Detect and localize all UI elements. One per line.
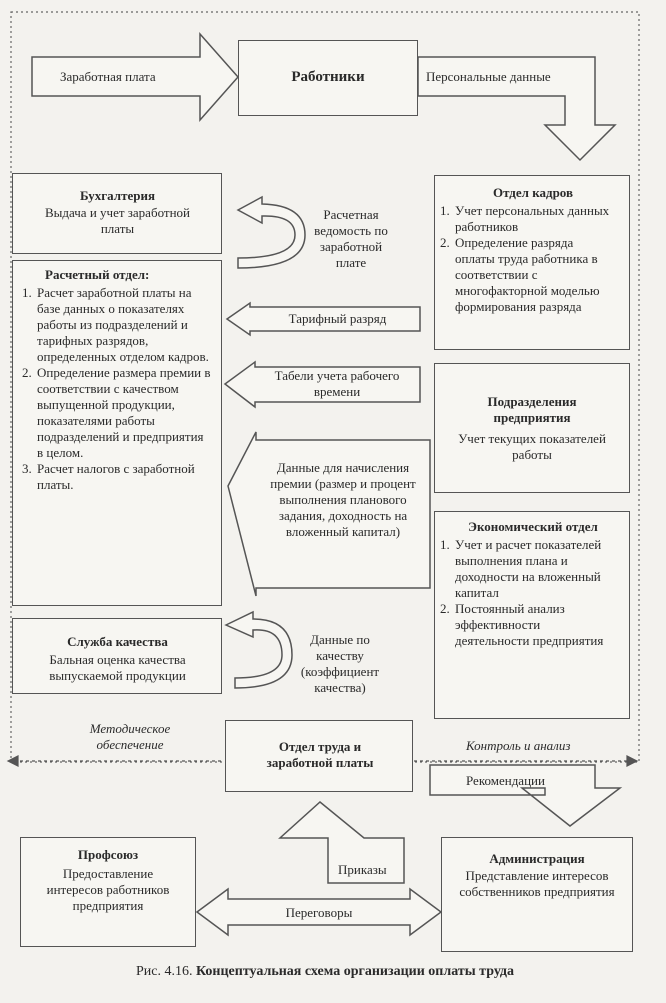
- hr-title: Отдел кадров: [492, 185, 573, 200]
- orders-label: Приказы: [338, 862, 387, 877]
- calc-dept-item: 3.Расчет налогов с заработной платы.: [22, 461, 195, 492]
- quality-data-label: Данные по качеству (коэффициент качества…: [300, 632, 380, 695]
- workers-box: [238, 40, 418, 116]
- control-arrowhead: [626, 755, 639, 767]
- econ-title: Экономический отдел: [468, 519, 598, 534]
- orders-arrow: [278, 801, 405, 884]
- quality-text: Бальная оценка качества выпускаемой прод…: [49, 652, 186, 683]
- accounting-title: Бухгалтерия: [80, 188, 155, 203]
- calc-dept-item: 2.Определение размера премии в соответст…: [22, 365, 211, 460]
- units-text: Учет текущих показателей работы: [458, 431, 606, 462]
- workers-title: Работники: [291, 69, 365, 85]
- econ-item: 2.Постоянный анализ эффективности деятел…: [440, 601, 604, 648]
- salary-arrow: [31, 32, 240, 122]
- union-box: [20, 837, 196, 947]
- units-title: Подразделения предприятия: [487, 394, 577, 425]
- payroll-sheet-label: Расчетная ведомость по заработной плате: [314, 207, 388, 270]
- econ-list: 1.Учет и расчет показателей выполнения п…: [440, 537, 610, 649]
- admin-box: [441, 837, 633, 952]
- quality-box: [12, 618, 222, 694]
- calc-dept-list: 1.Расчет заработной платы на базе данных…: [22, 285, 212, 493]
- payroll-curved-arrow: [236, 195, 306, 269]
- methodical-label: Методическое обеспечение: [89, 721, 171, 752]
- union-text: Предоставление интересов работников пред…: [46, 866, 170, 913]
- recommendations-label: Рекомендации: [466, 773, 545, 788]
- tariff-grade-label: Тарифный разряд: [288, 311, 387, 326]
- personal-data-label: Персональные данные: [426, 69, 551, 84]
- timesheets-arrow: [223, 360, 421, 409]
- calc-dept-title: Расчетный отдел:: [45, 267, 150, 282]
- personal-data-arrow: [417, 56, 617, 162]
- control-label: Контроль и анализ: [466, 738, 571, 753]
- quality-title: Служба качества: [67, 634, 168, 649]
- caption-text: Концептуальная схема организации оплаты …: [195, 964, 515, 979]
- tariff-grade-arrow: [225, 301, 421, 337]
- caption-prefix: Рис. 4.16.: [135, 964, 193, 979]
- hr-item: 1.Учет персональных данных работников: [440, 203, 610, 234]
- econ-box: [434, 511, 630, 719]
- admin-title: Администрация: [489, 851, 585, 866]
- bonus-data-arrow: [227, 431, 431, 597]
- units-box: [434, 363, 630, 493]
- timesheets-label: Табели учета рабочего времени: [274, 368, 400, 399]
- control-arrow: [429, 764, 623, 827]
- labor-dept-box: [225, 720, 413, 792]
- figure-caption: Рис. 4.16. Концептуальная схема организа…: [20, 964, 630, 980]
- admin-text: Представление интересов собственников пр…: [459, 868, 615, 899]
- calc-dept-box: [12, 260, 222, 606]
- union-title: Профсоюз: [77, 847, 139, 862]
- calc-dept-item: 1.Расчет заработной платы на базе данных…: [22, 285, 209, 364]
- econ-item: 1.Учет и расчет показателей выполнения п…: [440, 537, 602, 600]
- salary-label: Заработная плата: [60, 69, 156, 84]
- hr-item: 2.Определение разряда оплаты труда работ…: [440, 235, 600, 314]
- accounting-text: Выдача и учет заработной платы: [45, 205, 190, 236]
- labor-dept-title: Отдел труда и заработной платы: [266, 739, 374, 770]
- negotiations-label: Переговоры: [285, 905, 353, 920]
- accounting-box: [12, 173, 222, 254]
- hr-list: 1.Учет персональных данных работников 2.…: [440, 203, 616, 315]
- quality-curved-arrow: [224, 610, 293, 689]
- bonus-data-label: Данные для начисления премии (размер и п…: [270, 460, 416, 539]
- methodical-arrowhead: [6, 755, 19, 767]
- hr-box: [434, 175, 630, 350]
